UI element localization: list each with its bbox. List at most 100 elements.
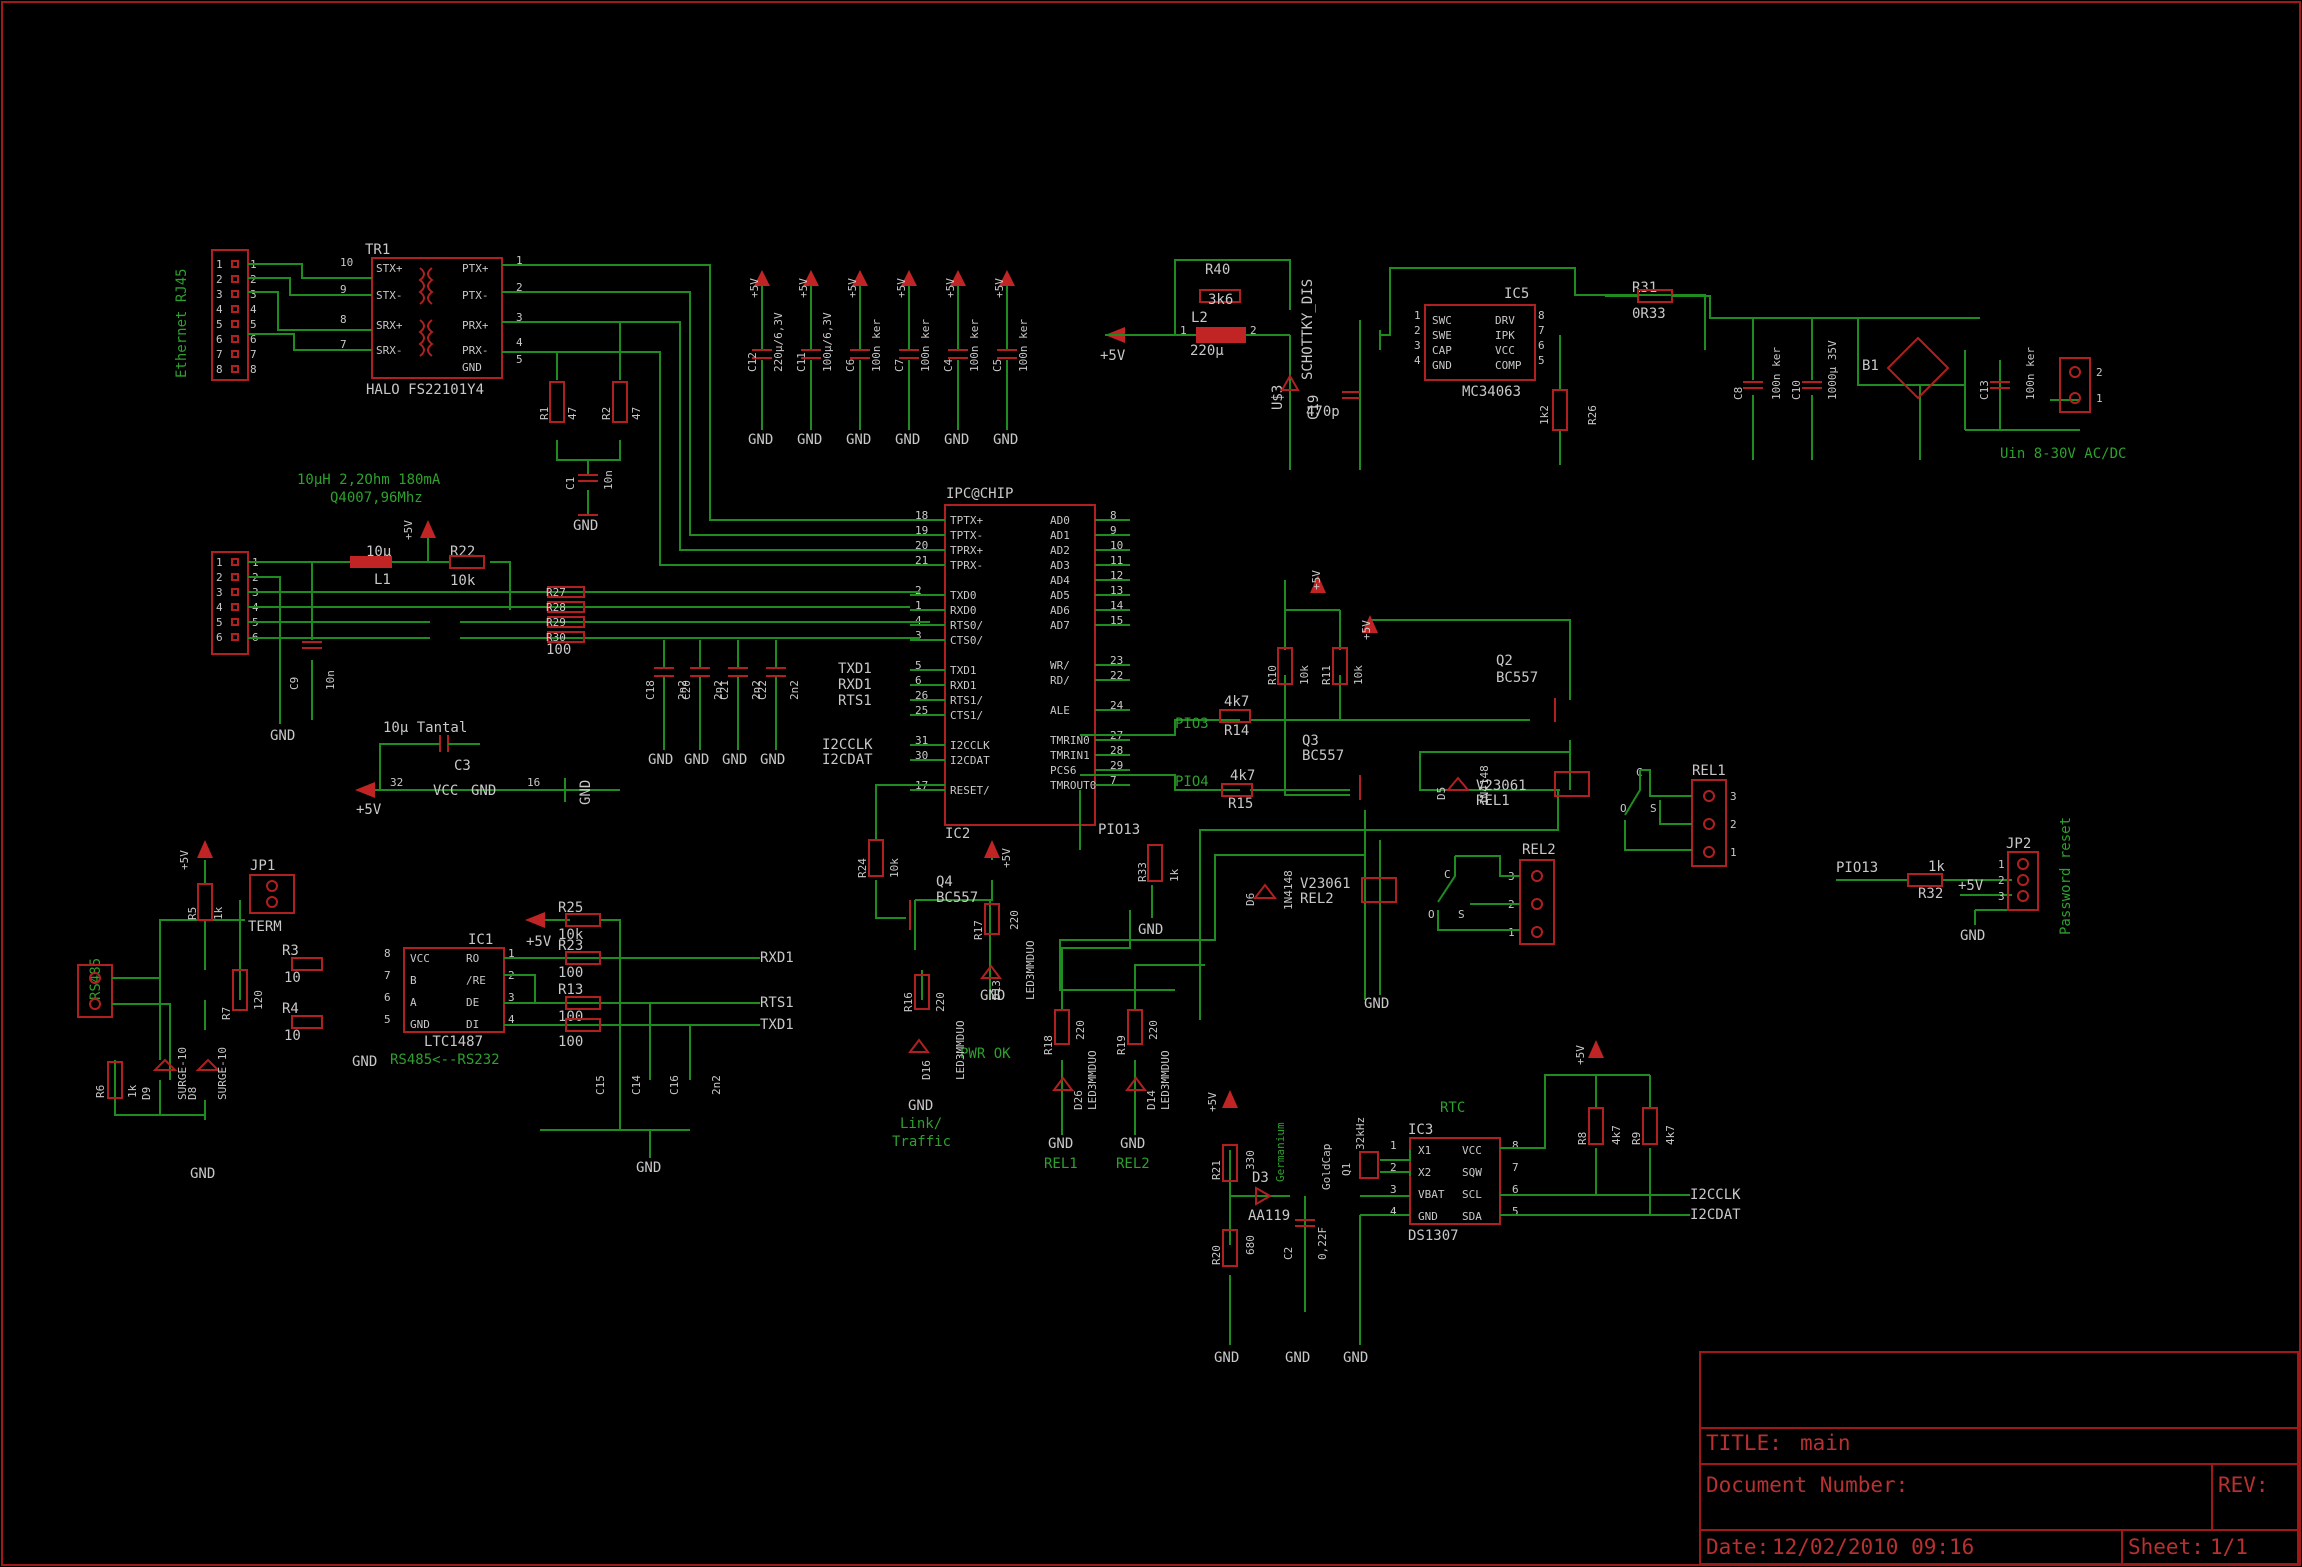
rs232-pin — [231, 618, 239, 626]
r1-resistor[interactable] — [549, 381, 565, 423]
d8-diode[interactable] — [195, 1058, 221, 1071]
rs232-cap-value: 2n2 — [712, 680, 725, 700]
r19-resistor[interactable] — [1127, 1009, 1143, 1045]
r5-resistor[interactable] — [197, 883, 213, 921]
rs232-resistor[interactable] — [547, 601, 585, 613]
ipc-left-num: 2 — [915, 584, 922, 597]
ic1-left-num: 5 — [384, 1013, 391, 1026]
d6-diode[interactable] — [1252, 883, 1278, 899]
r20-resistor[interactable] — [1222, 1229, 1238, 1267]
ipc-name: IPC@CHIP — [946, 486, 1013, 502]
rel2-coil[interactable] — [1361, 877, 1397, 903]
d9-name: D9 — [140, 1087, 153, 1100]
ipc-right-pin: AD7 — [1050, 619, 1070, 632]
r24b-resistor[interactable] — [565, 1018, 601, 1032]
tr1-transformer[interactable] — [371, 257, 503, 379]
r3-resistor[interactable] — [291, 957, 323, 971]
r4-resistor[interactable] — [291, 1015, 323, 1029]
q2-part: BC557 — [1496, 670, 1538, 686]
r32-resistor[interactable] — [1907, 873, 1943, 887]
r18-resistor[interactable] — [1054, 1009, 1070, 1045]
r6-resistor[interactable] — [107, 1061, 123, 1099]
c13-value: 100n ker — [2024, 347, 2037, 400]
q1-crystal[interactable] — [1359, 1151, 1379, 1179]
rs232-pin-num: 4 — [216, 601, 223, 614]
c10-name: C10 — [1790, 380, 1803, 400]
r14-name: R14 — [1224, 723, 1249, 739]
tr1-left-num: 9 — [340, 283, 347, 296]
d26-led[interactable] — [1052, 1076, 1074, 1091]
l2-value: 220µ — [1190, 343, 1224, 359]
r16-resistor[interactable] — [914, 974, 930, 1010]
rs232-cap-name: C18 — [644, 680, 657, 700]
r1-name: R1 — [538, 407, 551, 420]
ipc-left-num: 31 — [915, 734, 928, 747]
r13-resistor[interactable] — [565, 996, 601, 1010]
r24-resistor[interactable] — [868, 839, 884, 877]
d3-diode[interactable] — [1255, 1186, 1273, 1206]
r23-resistor[interactable] — [565, 951, 601, 965]
d16-part: LED3MMDUO — [954, 1020, 967, 1080]
schottky-diode[interactable] — [1280, 373, 1300, 391]
l2-pin1: 1 — [1180, 324, 1187, 337]
rs232-resistor-name: R27 — [546, 586, 566, 599]
rs232-resistor[interactable] — [547, 616, 585, 628]
d14-led[interactable] — [1125, 1076, 1147, 1091]
rel2-connector[interactable] — [1519, 859, 1555, 945]
vin-pin1: 1 — [2096, 392, 2103, 405]
ic1-right-pin: DE — [466, 996, 479, 1009]
rs232-note1: 10µH 2,2Ohm 180mA — [297, 472, 441, 488]
d9-diode[interactable] — [152, 1058, 178, 1071]
r15-resistor[interactable] — [1221, 783, 1253, 797]
d13-led[interactable] — [980, 964, 1002, 979]
rj45-pin — [231, 365, 239, 373]
r21-resistor[interactable] — [1222, 1144, 1238, 1182]
tr1-right-num: 3 — [516, 311, 523, 324]
rs485-connector[interactable] — [77, 964, 113, 1018]
ic3-left-num: 1 — [1390, 1139, 1397, 1152]
r8-resistor[interactable] — [1588, 1107, 1604, 1145]
b1-bridge[interactable] — [1886, 336, 1950, 400]
c16-value: 2n2 — [710, 1075, 723, 1095]
gnd-label: GND — [471, 783, 496, 799]
r10-resistor[interactable] — [1277, 647, 1293, 685]
d16-led[interactable] — [908, 1038, 930, 1053]
ic1-ltc1487[interactable] — [403, 947, 505, 1033]
vin-connector[interactable] — [2059, 357, 2091, 413]
d5-diode[interactable] — [1445, 776, 1471, 791]
ic5-mc34063[interactable] — [1424, 304, 1536, 381]
jp2-jumper[interactable] — [2007, 851, 2039, 911]
ipc-right-pin: TMROUT0 — [1050, 779, 1096, 792]
net-tptx-plus — [502, 264, 910, 521]
r14-resistor[interactable] — [1219, 709, 1251, 723]
rj45-connector[interactable] — [211, 249, 249, 381]
rs232-resistor[interactable] — [547, 631, 585, 643]
ic3-right-num: 6 — [1512, 1183, 1519, 1196]
r40-resistor[interactable] — [1199, 289, 1241, 303]
rs232-connector[interactable] — [211, 551, 249, 655]
r25-resistor[interactable] — [565, 913, 601, 927]
jp1-jumper[interactable] — [249, 874, 295, 914]
cap-name: C7 — [893, 359, 906, 372]
r17-resistor[interactable] — [984, 903, 1000, 935]
ic3-ds1307[interactable] — [1409, 1137, 1501, 1225]
ipc-left-num: 6 — [915, 674, 922, 687]
ipc-left-num: 30 — [915, 749, 928, 762]
l2-inductor[interactable] — [1196, 327, 1246, 343]
r7-resistor[interactable] — [232, 969, 248, 1011]
r26-resistor[interactable] — [1552, 389, 1568, 431]
jp1-term: TERM — [248, 919, 282, 935]
r9-resistor[interactable] — [1642, 1107, 1658, 1145]
r33-value: 1k — [1168, 868, 1181, 882]
plus5-label: +5V — [1100, 348, 1126, 364]
rel1-coil[interactable] — [1554, 771, 1590, 797]
r22-resistor[interactable] — [449, 555, 485, 569]
rs232-resistor[interactable] — [547, 586, 585, 598]
r33-resistor[interactable] — [1147, 844, 1163, 882]
rel1-connector[interactable] — [1691, 779, 1727, 867]
ipc-left-num: 26 — [915, 689, 928, 702]
r11-resistor[interactable] — [1332, 647, 1348, 685]
l1-inductor[interactable] — [350, 556, 392, 568]
r2-resistor[interactable] — [612, 381, 628, 423]
